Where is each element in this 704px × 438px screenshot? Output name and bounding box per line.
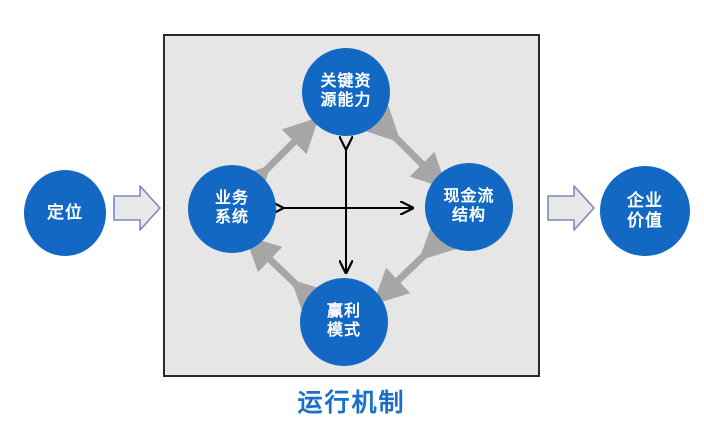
node-profit-model-line-1: 赢利 (326, 303, 361, 321)
node-profit-model[interactable]: 赢利 模式 (300, 278, 388, 366)
node-cash-flow-structure[interactable]: 现金流 结构 (425, 163, 513, 251)
node-enterprise-value[interactable]: 企业 价值 (600, 166, 690, 256)
node-key-resource-capability[interactable]: 关键资 源能力 (302, 48, 390, 136)
node-positioning[interactable]: 定位 (24, 170, 106, 256)
mechanism-caption: 运行机制 (297, 389, 406, 417)
node-profit-model-line-2: 模式 (326, 322, 361, 339)
node-enterprise-value-line-2: 价值 (627, 211, 663, 230)
node-cash-flow-structure-line-1: 现金流 (443, 188, 495, 206)
node-enterprise-value-line-1: 企业 (627, 190, 663, 210)
node-key-resource-capability-line-1: 关键资 (320, 73, 372, 91)
flow-arrow-input-to-mechanism (113, 185, 161, 231)
node-cash-flow-structure-line-2: 结构 (451, 207, 486, 224)
node-business-system-line-2: 系统 (214, 209, 249, 226)
node-business-system-line-1: 业务 (214, 190, 249, 208)
node-business-system[interactable]: 业务 系统 (188, 165, 276, 253)
node-positioning-line-1: 定位 (47, 202, 83, 222)
flow-arrow-mechanism-to-output (547, 185, 595, 231)
node-key-resource-capability-line-2: 源能力 (320, 92, 372, 109)
